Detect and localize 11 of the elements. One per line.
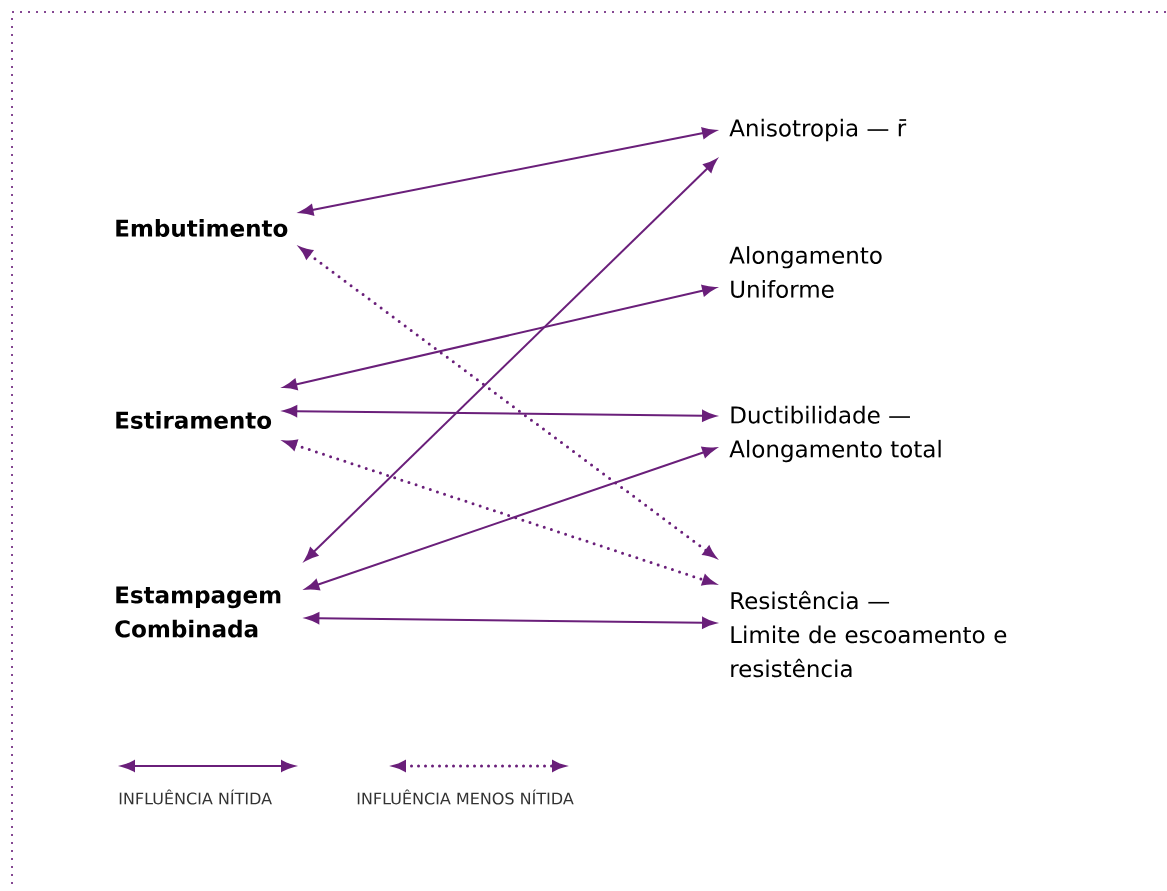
process-label: Estampagem Combinada bbox=[115, 586, 281, 638]
arrow bbox=[299, 127, 717, 216]
property-label: Alongamento Uniforme bbox=[729, 246, 882, 298]
property-label: Resistência — Limite de escoamento e resistência bbox=[731, 590, 1007, 678]
property-label: Anisotropia — r̄ bbox=[729, 118, 907, 142]
legend-label: INFLUÊNCIA NÍTIDA bbox=[119, 789, 272, 805]
arrow bbox=[305, 612, 716, 629]
process-label: Estiramento bbox=[116, 411, 272, 429]
process-label: Embutimento bbox=[116, 219, 288, 237]
legend-label: INFLUÊNCIA MENOS NÍTIDA bbox=[357, 789, 574, 805]
property-label: Ductibilidade — Alongamento total bbox=[729, 405, 941, 463]
